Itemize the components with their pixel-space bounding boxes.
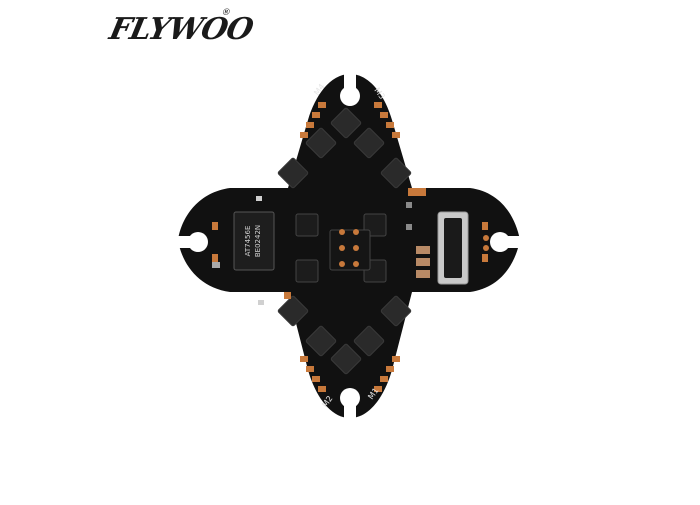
- central-pads: [339, 229, 359, 267]
- mount-hole-top: [340, 86, 360, 106]
- osd-chip: AT7456E BE0242N: [233, 211, 275, 271]
- esc-mosfets: [277, 107, 412, 375]
- central-chips: [295, 213, 387, 283]
- chip-marking-line1: AT7456E: [244, 226, 252, 257]
- smd-components: [212, 188, 430, 305]
- mount-hole-bottom: [340, 388, 360, 408]
- motor-pads: [212, 102, 489, 392]
- mount-hole-right: [490, 232, 510, 252]
- usb-connector: [437, 211, 469, 285]
- mount-hole-left: [188, 232, 208, 252]
- chip-marking-line2: BE0242N: [254, 225, 262, 257]
